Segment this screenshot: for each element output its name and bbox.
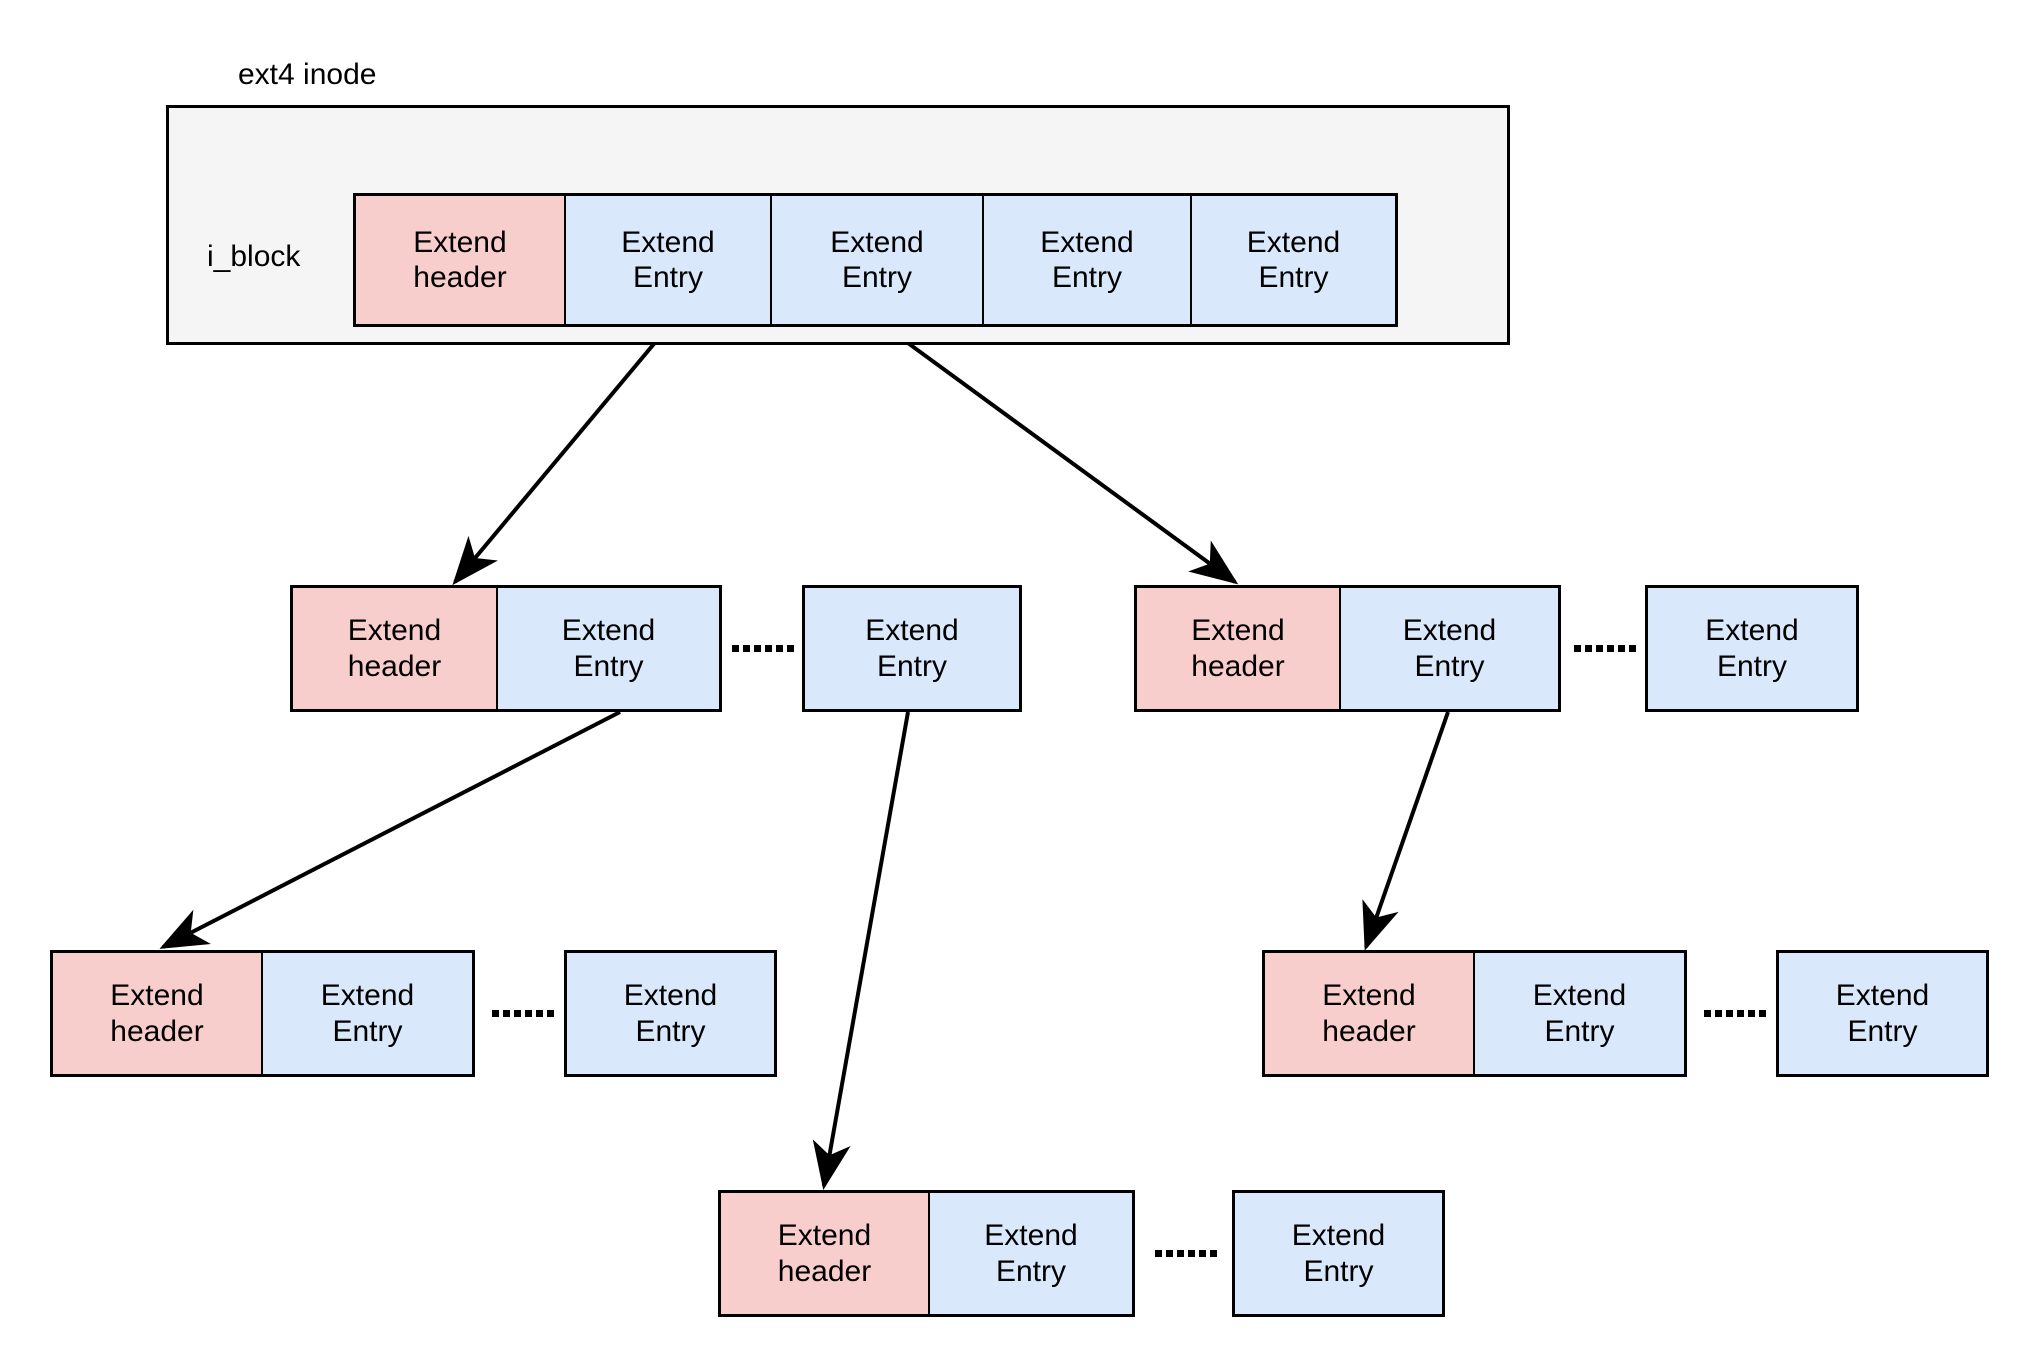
inode-cell-extent-entry-1[interactable]: Extend Entry [565,193,771,327]
level3-left-extent-header[interactable]: Extend header [50,950,262,1077]
level2-left-extent-entry[interactable]: Extend Entry [497,585,722,712]
level3-right-extent-entry[interactable]: Extend Entry [1474,950,1687,1077]
level3-left-extent-entry[interactable]: Extend Entry [262,950,475,1077]
level4-center-ellipsis [1155,1250,1217,1257]
level2-left-ellipsis [732,645,794,652]
level4-center-extent-header[interactable]: Extend header [718,1190,929,1317]
level2-right-extent-header[interactable]: Extend header [1134,585,1340,712]
level2-left-extent-header[interactable]: Extend header [290,585,497,712]
level4-center-extent-entry[interactable]: Extend Entry [929,1190,1135,1317]
inode-caption: ext4 inode [238,58,377,91]
level2-right-extent-entry[interactable]: Extend Entry [1340,585,1561,712]
inode-cell-extent-header[interactable]: Extend header [353,193,565,327]
arrow-inode-to-level2-left [452,325,670,586]
iblock-label: i_block [207,240,301,273]
inode-cell-extent-entry-4[interactable]: Extend Entry [1191,193,1398,327]
level3-right-ellipsis [1704,1010,1766,1017]
arrow-level2-tail-to-level4-center [812,711,910,1190]
level3-left-ellipsis [492,1010,554,1017]
level3-right-extent-entry-tail[interactable]: Extend Entry [1776,950,1989,1077]
level2-left-extent-entry-tail[interactable]: Extend Entry [802,585,1022,712]
arrow-level2-right-to-level3-right [1362,711,1450,951]
level2-right-ellipsis [1574,645,1636,652]
arrow-level2-left-to-level3-left [159,710,621,949]
level2-right-extent-entry-tail[interactable]: Extend Entry [1645,585,1859,712]
inode-cell-extent-entry-2[interactable]: Extend Entry [771,193,983,327]
level4-center-extent-entry-tail[interactable]: Extend Entry [1232,1190,1445,1317]
arrow-inode-to-level2-right [884,325,1239,585]
inode-cell-extent-entry-3[interactable]: Extend Entry [983,193,1191,327]
level3-left-extent-entry-tail[interactable]: Extend Entry [564,950,777,1077]
level3-right-extent-header[interactable]: Extend header [1262,950,1474,1077]
